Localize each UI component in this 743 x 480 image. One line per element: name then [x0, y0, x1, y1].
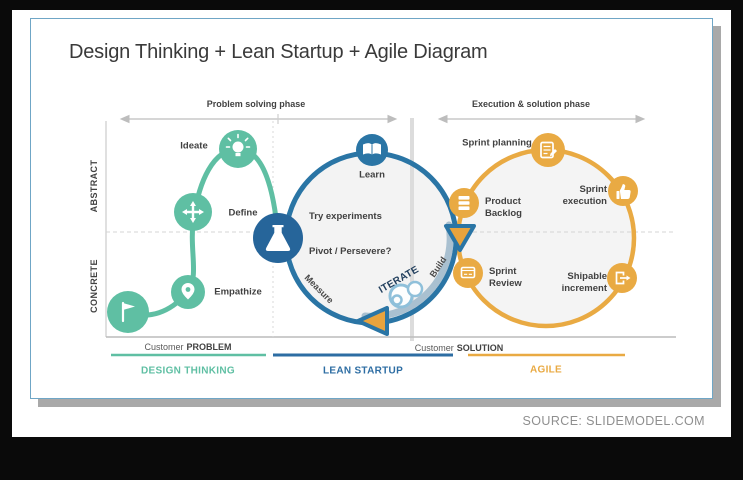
learn-node: [356, 134, 388, 166]
design-thinking-brand: DESIGN THINKING: [141, 365, 235, 377]
experiment-node: [253, 213, 303, 263]
diagram-canvas: [105, 114, 676, 357]
thumbs-up-icon: [616, 184, 631, 199]
flask-icon: [265, 225, 291, 251]
iterate-bubbles-icon: [388, 280, 424, 309]
slide-title: Design Thinking + Lean Startup + Agile D…: [69, 41, 488, 63]
problem-phase-header: Problem solving phase: [206, 99, 306, 109]
define-label: Define: [228, 207, 258, 219]
sprint-review-node: [453, 258, 483, 288]
flow-triangles: [356, 224, 476, 336]
product-backlog-node: [449, 188, 479, 218]
list-icon: [458, 196, 470, 210]
shipable-increment-node: [607, 263, 637, 293]
phase-divider: [410, 118, 414, 341]
pivot-persevere-label: Pivot / Persevere?: [309, 246, 392, 257]
build-arrow-icon: [444, 224, 476, 252]
define-move-icon: [182, 201, 204, 223]
flag-icon: [121, 301, 135, 323]
clipboard-icon: [540, 141, 557, 159]
grid-lines: [105, 118, 676, 341]
empathize-label: Empathize: [214, 286, 262, 298]
define-node: [174, 193, 212, 231]
page-background: Design Thinking + Lean Startup + Agile D…: [12, 10, 731, 437]
ideate-label: Ideate: [180, 140, 208, 152]
phase-arrows: [119, 114, 646, 124]
empathize-pin-icon: [181, 283, 195, 300]
lean-startup-brand: LEAN STARTUP: [322, 365, 404, 377]
flag-node: [107, 291, 149, 333]
ship-box-icon: [615, 271, 631, 285]
sprint-execution-node: [608, 176, 638, 206]
customer-text: Customer: [414, 343, 454, 353]
solution-text: SOLUTION: [456, 343, 504, 353]
shipable-increment-label: Shipable increment: [561, 271, 607, 294]
try-experiments-label: Try experiments: [309, 211, 382, 222]
slide: Design Thinking + Lean Startup + Agile D…: [30, 18, 713, 399]
ideate-node: [219, 130, 257, 168]
agile-brand: AGILE: [529, 364, 563, 376]
sprint-planning-label: Sprint planning: [462, 137, 532, 149]
sprint-execution-label: Sprint execution: [562, 184, 607, 207]
source-credit: SOURCE: SLIDEMODEL.COM: [522, 414, 705, 428]
learn-label: Learn: [359, 169, 385, 181]
ideate-bulb-icon: [225, 133, 251, 157]
browser-window-icon: [460, 266, 476, 279]
abstract-axis-label: ABSTRACT: [89, 159, 99, 213]
sprint-review-label: Sprint Review: [489, 266, 522, 289]
concrete-axis-label: CONCRETE: [89, 259, 99, 313]
problem-text: PROBLEM: [186, 342, 232, 352]
execution-phase-header: Execution & solution phase: [471, 99, 591, 109]
empathize-node: [171, 275, 205, 309]
book-icon: [363, 143, 381, 155]
customer-text: Customer: [144, 342, 184, 352]
product-backlog-label: Product Backlog: [485, 196, 522, 219]
measure-arrow-icon: [356, 306, 389, 336]
sprint-planning-node: [531, 133, 565, 167]
